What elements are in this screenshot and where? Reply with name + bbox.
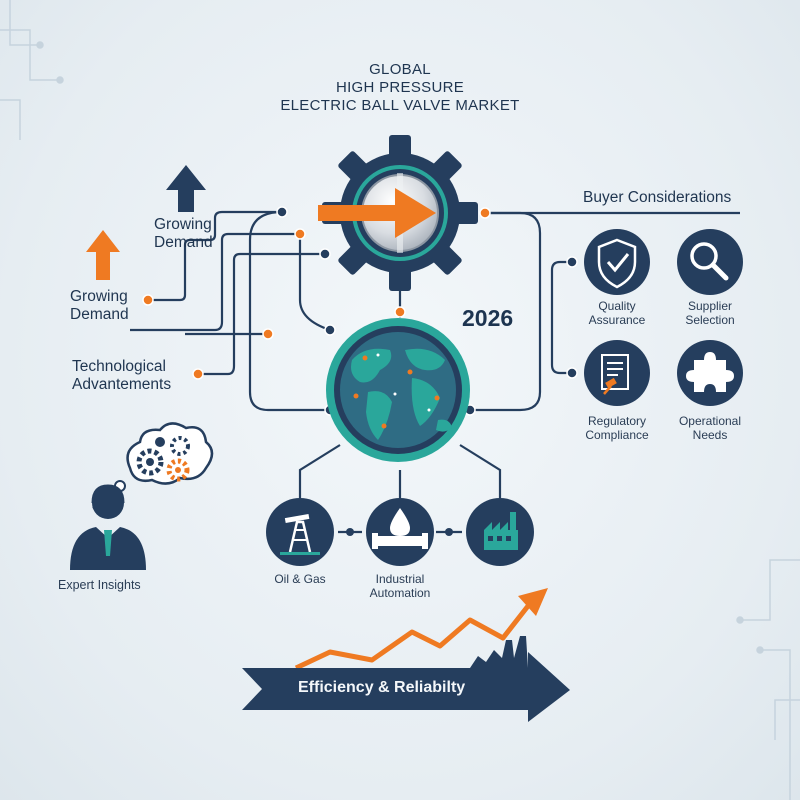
buyer-considerations-heading: Buyer Considerations: [583, 189, 732, 206]
connector-dots: [142, 206, 578, 536]
puzzle-icon: [677, 340, 743, 406]
shield-check-icon: [584, 229, 650, 295]
connector-lines: [130, 210, 740, 534]
growing-demand-lower-line-1: Growing: [70, 288, 128, 305]
banner-text: Efficiency & Reliabilty: [298, 679, 466, 696]
technological-line-2: Advantements: [72, 376, 172, 393]
industry-oil-gas-label: Oil & Gas: [274, 572, 326, 586]
efficiency-banner: [242, 652, 570, 722]
growing-demand-lower-line-2: Demand: [70, 306, 129, 323]
thought-bubble-gears-icon: [108, 422, 214, 500]
magnifier-icon: [677, 229, 743, 295]
growing-demand-upper-line-1: Growing: [154, 216, 212, 233]
factory-skyline-icon: [470, 636, 528, 668]
gear-valve-icon: [318, 135, 478, 291]
orange-up-arrow-icon: [86, 230, 120, 280]
title-line-3: ELECTRIC BALL VALVE MARKET: [280, 97, 520, 114]
year-label: 2026: [462, 305, 514, 331]
technological-line-1: Technological: [72, 358, 166, 375]
document-gavel-icon: [584, 340, 650, 406]
navy-up-arrow-icon: [166, 165, 206, 212]
growing-demand-upper-line-2: Demand: [154, 234, 213, 251]
growth-line-icon: [294, 588, 548, 671]
oil-derrick-icon: [266, 498, 334, 566]
globe-icon: [326, 318, 470, 462]
title-line-1: GLOBAL: [369, 61, 431, 78]
expert-person-icon: [70, 484, 146, 570]
title-line-2: HIGH PRESSURE: [335, 79, 465, 96]
expert-insights-label: Expert Insights: [58, 578, 141, 592]
pipe-drop-icon: [366, 498, 434, 566]
factory-icon: [466, 498, 534, 566]
